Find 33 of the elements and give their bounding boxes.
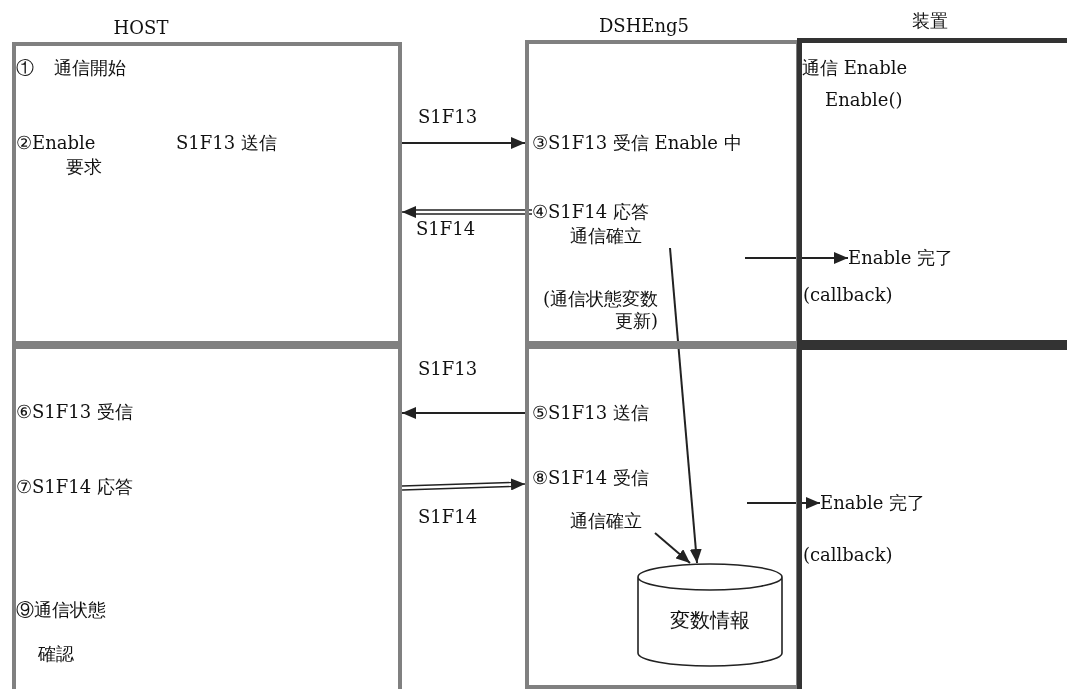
step-text: ⑥S1F13 受信 [16, 400, 133, 424]
panel-box [797, 345, 1067, 689]
step-text: ⑦S1F14 応答 [16, 475, 133, 499]
double-arrow [401, 206, 533, 218]
step-text: ④S1F14 応答 [532, 200, 649, 224]
arrow [401, 137, 526, 149]
step-text: Enable 完了 [820, 491, 926, 515]
arrow [401, 407, 526, 419]
callback-note: (callback) [803, 283, 893, 307]
arrow [744, 252, 849, 264]
arrow [669, 247, 702, 564]
step-text: Enable() [824, 88, 904, 112]
arrow [654, 532, 691, 564]
step-text: ① 通信開始 [16, 56, 126, 80]
step-text: S1F13 送信 [176, 131, 277, 155]
arrow [746, 497, 821, 509]
step-text: 通信 Enable [802, 56, 908, 80]
step-text: ③S1F13 受信 Enable 中 [532, 131, 742, 155]
column-heading: HOST [112, 16, 170, 40]
column-heading: DSHEng5 [597, 14, 691, 38]
step-text: Enable 完了 [848, 246, 954, 270]
step-text: ⑤S1F13 送信 [532, 401, 649, 425]
panel-box [525, 345, 800, 689]
callback-note: (callback) [803, 543, 893, 567]
double-arrow [401, 478, 526, 491]
step-text: 通信確立 [569, 509, 643, 533]
step-text: ⑨通信状態確認 [16, 588, 122, 676]
column-heading: 装置 [911, 9, 949, 33]
panel-box [12, 345, 402, 689]
step-text: 通信確立 [569, 224, 643, 248]
step-text: ⑧S1F14 受信 [532, 466, 649, 490]
database-cylinder: 変数情報 [637, 563, 783, 667]
step-text: ②Enable要求 [16, 131, 103, 179]
